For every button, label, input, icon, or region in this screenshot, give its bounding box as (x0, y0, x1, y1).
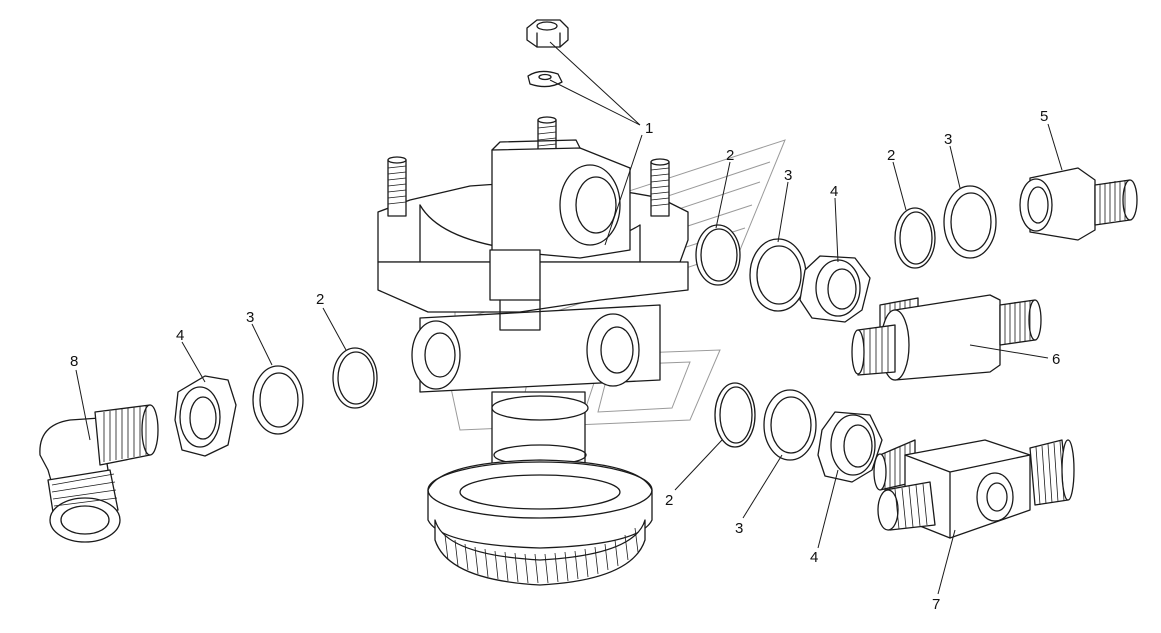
valve-body (377, 19, 689, 586)
callout-4-left: 4 (176, 327, 184, 344)
callout-1: 1 (645, 120, 653, 137)
callout-2-far: 2 (887, 147, 895, 164)
callout-8: 8 (70, 353, 78, 370)
gasket-upper (749, 238, 807, 312)
seal-ring-left (332, 347, 378, 409)
seal-ring-upper (695, 224, 741, 286)
callout-3-upper: 3 (784, 167, 792, 184)
callout-7: 7 (932, 596, 940, 613)
stud-right (650, 158, 670, 217)
callout-2-left: 2 (316, 291, 324, 308)
tee-fitting (873, 439, 1075, 539)
gasket-lower (763, 389, 817, 461)
top-washer (527, 70, 563, 88)
stud-left (387, 156, 407, 217)
callout-3-left: 3 (246, 309, 254, 326)
nut-lower (817, 411, 883, 483)
seal-ring-lower (714, 382, 756, 448)
nut-upper (799, 255, 871, 323)
callout-2-lower: 2 (665, 492, 673, 509)
top-nut (526, 19, 569, 48)
leader-lines (75, 41, 1063, 595)
seal-ring-far (894, 207, 936, 269)
callout-labels: 1 2 3 4 2 3 5 6 8 4 3 2 2 3 4 7 (70, 108, 1060, 613)
callout-4-upper: 4 (830, 183, 838, 200)
elbow-fitting (39, 404, 159, 543)
straight-connector (851, 294, 1042, 381)
gasket-far (943, 185, 997, 259)
gasket-left (252, 365, 304, 435)
callout-5: 5 (1040, 108, 1048, 125)
callout-4-lower: 4 (810, 549, 818, 566)
nut-left (174, 375, 237, 457)
callout-3-far: 3 (944, 131, 952, 148)
callout-2-upper: 2 (726, 147, 734, 164)
callout-6: 6 (1052, 351, 1060, 368)
callout-3-lower: 3 (735, 520, 743, 537)
adapter-fitting (1019, 167, 1138, 241)
